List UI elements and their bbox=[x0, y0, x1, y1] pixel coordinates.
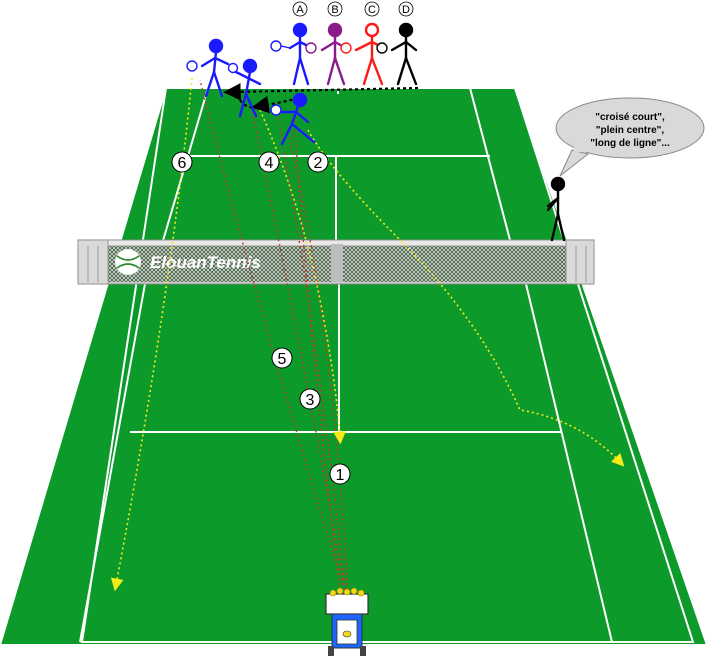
ball-machine bbox=[325, 587, 369, 656]
step-marker-6: 6 bbox=[171, 151, 193, 173]
svg-text:C: C bbox=[368, 4, 376, 16]
svg-text:2: 2 bbox=[314, 155, 323, 172]
ball-machine-balls bbox=[329, 587, 365, 597]
step-marker-5: 5 bbox=[271, 347, 293, 369]
svg-text:1: 1 bbox=[336, 467, 345, 484]
trajectory-red-1 bbox=[277, 114, 346, 591]
coach bbox=[546, 176, 566, 242]
player-d bbox=[376, 22, 418, 86]
tennis-court bbox=[0, 87, 707, 646]
trajectory-yellow-center bbox=[259, 109, 346, 445]
svg-text:5: 5 bbox=[278, 351, 287, 368]
trajectory-red-5 bbox=[286, 129, 349, 591]
player-b bbox=[305, 22, 348, 86]
step-markers: 6 4 2 5 3 1 bbox=[171, 151, 351, 485]
player-label-a: A bbox=[292, 1, 308, 17]
svg-text:3: 3 bbox=[306, 392, 315, 409]
player-label-d: D bbox=[398, 1, 414, 17]
step-marker-3: 3 bbox=[299, 388, 321, 410]
step-marker-1: 1 bbox=[329, 463, 351, 485]
speech-line-3: "long de ligne"... bbox=[590, 138, 670, 149]
trajectory-red-3 bbox=[199, 79, 346, 591]
rotation-arrow-top bbox=[223, 83, 419, 101]
waiting-players bbox=[270, 22, 418, 86]
player-position-2 bbox=[270, 92, 316, 146]
svg-text:A: A bbox=[296, 4, 304, 16]
court-surface bbox=[0, 88, 707, 645]
svg-text:B: B bbox=[331, 4, 338, 16]
player-c bbox=[340, 22, 386, 86]
player-label-c: C bbox=[364, 1, 380, 17]
player-label-b: B bbox=[327, 1, 343, 17]
singles-sideline-left-near bbox=[79, 283, 146, 643]
svg-text:4: 4 bbox=[265, 155, 274, 172]
player-position-4 bbox=[227, 58, 262, 118]
step-marker-2: 2 bbox=[307, 151, 329, 173]
brand-logo-icon bbox=[115, 249, 141, 275]
player-labels: A B C D bbox=[292, 1, 414, 17]
rotation-arrow-loop bbox=[239, 99, 259, 110]
brand-text: ElouanTennis bbox=[150, 253, 261, 272]
active-players bbox=[186, 38, 316, 146]
speech-line-1: "croisé court", bbox=[595, 112, 665, 123]
svg-text:D: D bbox=[402, 4, 410, 16]
net-post-right bbox=[565, 239, 595, 285]
net-center-strap bbox=[331, 244, 343, 282]
net: ElouanTennis bbox=[77, 239, 595, 285]
step-marker-4: 4 bbox=[258, 151, 280, 173]
coach-speech-bubble: "croisé court", "plein centre", "long de… bbox=[555, 97, 705, 177]
trajectories-yellow bbox=[110, 77, 625, 592]
singles-sideline-right-near bbox=[525, 283, 613, 643]
player-a bbox=[270, 22, 314, 86]
ball-machine-basket bbox=[325, 593, 369, 615]
svg-text:6: 6 bbox=[178, 155, 187, 172]
player-position-6 bbox=[186, 38, 230, 98]
net-post-left bbox=[77, 239, 109, 285]
speech-line-2: "plein centre", bbox=[596, 125, 665, 136]
trajectory-yellow-cross bbox=[307, 129, 625, 467]
trajectory-red-4 bbox=[293, 109, 341, 591]
